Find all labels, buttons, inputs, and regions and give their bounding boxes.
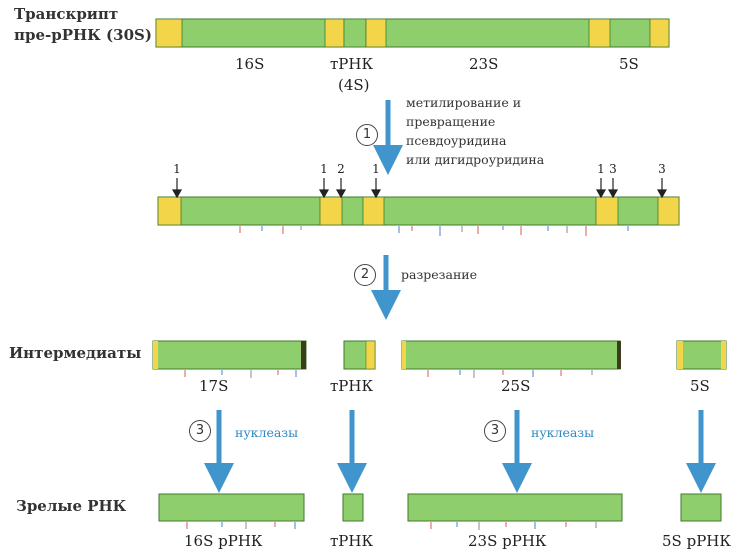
mature-5s-label: 5S рРНК: [662, 532, 731, 550]
intermediates-label: Интермедиаты: [9, 344, 142, 362]
mature-23s-bar: [407, 493, 623, 530]
intermediate-5s-bar: [676, 340, 727, 370]
spacer-segment: [649, 18, 670, 48]
mature-5s-bar: [680, 493, 722, 522]
cleavage-mark: 1: [372, 162, 380, 176]
intermediate-25s-bar: [401, 340, 621, 378]
step1-number: 1: [356, 124, 378, 146]
trna-spacer-right: [365, 18, 387, 48]
intermediate-trna-label: тРНК: [330, 377, 374, 395]
mature-16s-bar: [158, 493, 305, 529]
intermediate-17s-bar: [152, 340, 307, 378]
step1-text-line1: метилирование и: [406, 95, 522, 110]
mature-16s-label: 16S рРНК: [184, 532, 263, 550]
cleavage-mark: 3: [609, 162, 617, 176]
segment-trna-4s-label: (4S): [338, 76, 370, 94]
segment-23s-label: 23S: [469, 55, 499, 73]
step1-text-line3: псевдоуридина: [406, 133, 507, 148]
transcript-bar: [155, 18, 670, 48]
cleavage-mark: 1: [320, 162, 328, 176]
mature-trna-bar: [342, 493, 364, 522]
cleavage-arrows: [171, 178, 668, 199]
cleavage-mark: 1: [597, 162, 605, 176]
mature-trna-label: тРНК: [330, 532, 374, 550]
cleavage-mark: 1: [173, 162, 181, 176]
spacer-segment: [155, 18, 183, 48]
cleavage-mark: 2: [337, 162, 345, 176]
step3-number-left: 3: [189, 420, 211, 442]
segment-16s-label: 16S: [235, 55, 265, 73]
spacer-segment: [157, 196, 182, 226]
step3-number-right: 3: [484, 420, 506, 442]
intermediate-25s-label: 25S: [501, 377, 531, 395]
modified-transcript-bar: [157, 196, 680, 236]
spacer-segment: [595, 196, 619, 226]
step3-text-right: нуклеазы: [531, 425, 595, 440]
cleavage-mark: 3: [658, 162, 666, 176]
step1-text-line4: или дигидроуридина: [406, 152, 545, 167]
mature-23s-label: 23S рРНК: [468, 532, 547, 550]
spacer-segment: [362, 196, 385, 226]
step2-text: разрезание: [401, 267, 478, 282]
spacer-segment: [657, 196, 680, 226]
mature-label: Зрелые РНК: [16, 497, 127, 515]
spacer-segment: [319, 196, 343, 226]
step2-number: 2: [354, 264, 376, 286]
trna-segment: [343, 18, 367, 48]
intermediate-5s-label: 5S: [690, 377, 710, 395]
intermediate-trna-bar: [343, 340, 376, 370]
trna-spacer-left: [324, 18, 345, 48]
step1-text-line2: превращение: [406, 114, 496, 129]
segment-5s-label: 5S: [619, 55, 639, 73]
transcript-label-line2: пре-рРНК (30S): [14, 26, 152, 44]
transcript-label-line1: Транскрипт: [14, 5, 119, 23]
segment-trna-label: тРНК: [330, 55, 374, 73]
step3-text-left: нуклеазы: [235, 425, 299, 440]
spacer-segment: [588, 18, 611, 48]
intermediate-17s-label: 17S: [199, 377, 229, 395]
